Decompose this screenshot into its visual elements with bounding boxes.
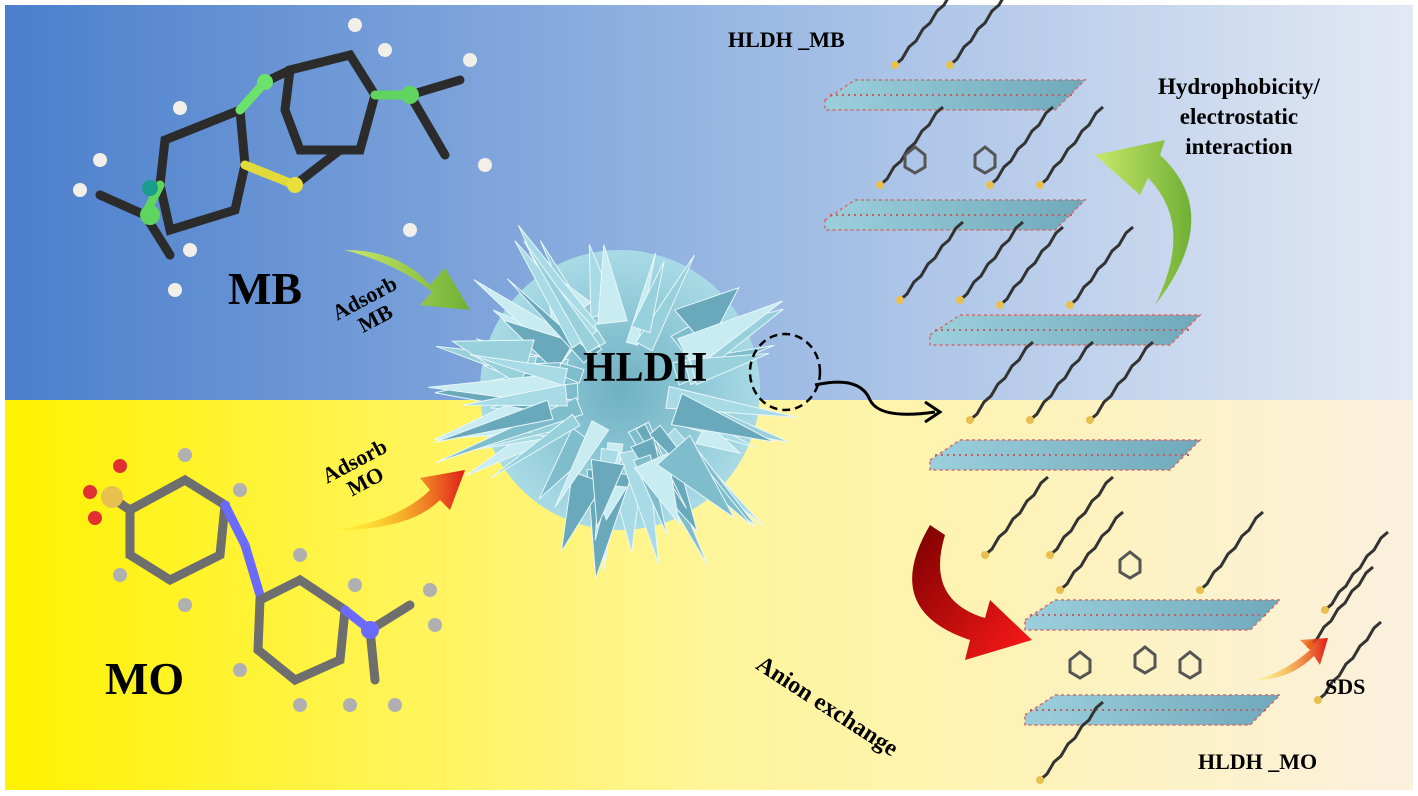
flower-petal	[630, 261, 665, 334]
adsorb-mb-arrow	[345, 250, 470, 310]
sds-chain	[999, 225, 1064, 307]
sds-chain	[1069, 225, 1134, 307]
sds-chain	[1039, 700, 1104, 782]
sds-chain	[1199, 510, 1264, 592]
zoom-arrowhead-icon	[924, 400, 943, 424]
sds-chain	[984, 475, 1049, 557]
mo-label: MO	[105, 653, 185, 704]
intercalated-dye-ring	[903, 145, 927, 175]
flower-petal	[656, 434, 735, 519]
sds-chain	[899, 220, 964, 302]
ldh-slab	[929, 314, 1202, 346]
flower-petal	[523, 240, 601, 354]
flower-petal	[676, 300, 783, 370]
adsorb-mo-arrow	[335, 470, 465, 530]
sulfonate-head	[1086, 416, 1094, 424]
intercalated-dye-ring	[973, 145, 997, 175]
sulfonate-head	[1056, 586, 1064, 594]
sds-chain	[1029, 340, 1094, 422]
flower-petal	[462, 383, 568, 407]
sds-chain	[1324, 530, 1389, 612]
sds-chain	[1317, 620, 1382, 702]
sds-chain	[879, 105, 944, 187]
sulfonate-head	[946, 61, 954, 69]
sds-chain	[1309, 565, 1374, 647]
flower-petal	[469, 354, 569, 387]
interaction-arrow	[1095, 140, 1192, 305]
sds-chain	[1039, 105, 1104, 187]
mo-atoms	[83, 448, 442, 712]
flower-petal	[673, 286, 740, 349]
hldh-label: HLDH	[583, 345, 707, 391]
interaction-line-1: Hydrophobicity/	[1158, 74, 1320, 99]
sulfonate-head	[1036, 181, 1044, 189]
sulfonate-head	[981, 551, 989, 559]
sds-chain	[1059, 510, 1124, 592]
anion-exchange-arrow	[912, 525, 1032, 660]
sulfonate-head	[1196, 586, 1204, 594]
flower-petal	[590, 458, 626, 528]
intercalated-dye-ring	[1133, 645, 1157, 675]
ldh-slab	[824, 199, 1087, 231]
flower-petal	[560, 470, 605, 552]
interaction-line-2: electrostatic	[1179, 103, 1299, 129]
sds-chain	[894, 0, 949, 67]
sds-label: SDS	[1325, 674, 1366, 699]
hldh-flower-particle	[428, 225, 798, 579]
sulfonate-head	[1046, 551, 1054, 559]
ldh-slab	[824, 79, 1087, 111]
sds-chain	[949, 0, 1004, 67]
sulfonate-head	[1066, 301, 1074, 309]
mb-atoms	[73, 18, 492, 297]
mo-molecule	[110, 474, 415, 686]
sulfonate-head	[996, 301, 1004, 309]
flower-petal	[689, 352, 770, 386]
flower-petal	[670, 392, 775, 443]
mb-label: MB	[228, 263, 303, 314]
sds-release-arrow	[1255, 638, 1328, 680]
sds-chain	[1049, 475, 1114, 557]
sds-chain	[969, 340, 1034, 422]
sulfonate-head	[1321, 606, 1329, 614]
intercalated-dye-ring	[1118, 550, 1142, 580]
flower-petal	[597, 244, 628, 325]
sulfonate-head	[1036, 776, 1044, 784]
intercalated-dye-ring	[1068, 650, 1092, 680]
sulfonate-head	[1314, 696, 1322, 704]
sulfonate-head	[876, 181, 884, 189]
zoom-link-arrow	[814, 380, 936, 416]
sds-chain	[959, 220, 1024, 302]
flower-petal	[434, 399, 554, 443]
sulfonate-head	[891, 61, 899, 69]
flower-petal	[554, 420, 610, 508]
flower-petal	[489, 413, 581, 479]
sulfonate-head	[986, 181, 994, 189]
interaction-line-3: interaction	[1185, 133, 1293, 159]
sulfonate-head	[966, 416, 974, 424]
sulfonate-head	[956, 296, 964, 304]
sulfonate-head	[1026, 416, 1034, 424]
zoom-region-circle	[748, 332, 822, 412]
sds-chain	[1089, 340, 1154, 422]
interaction-label: Hydrophobicity/ electrostatic interactio…	[1158, 72, 1320, 162]
hldh-mb-label: HLDH _MB	[728, 27, 845, 52]
sds-chain	[989, 105, 1054, 187]
ldh-layer-structures	[824, 0, 1389, 784]
ldh-slab	[929, 439, 1202, 471]
intercalated-dye-ring	[1178, 650, 1202, 680]
sulfonate-head	[896, 296, 904, 304]
hldh-mo-label: HLDH _MO	[1198, 749, 1318, 774]
